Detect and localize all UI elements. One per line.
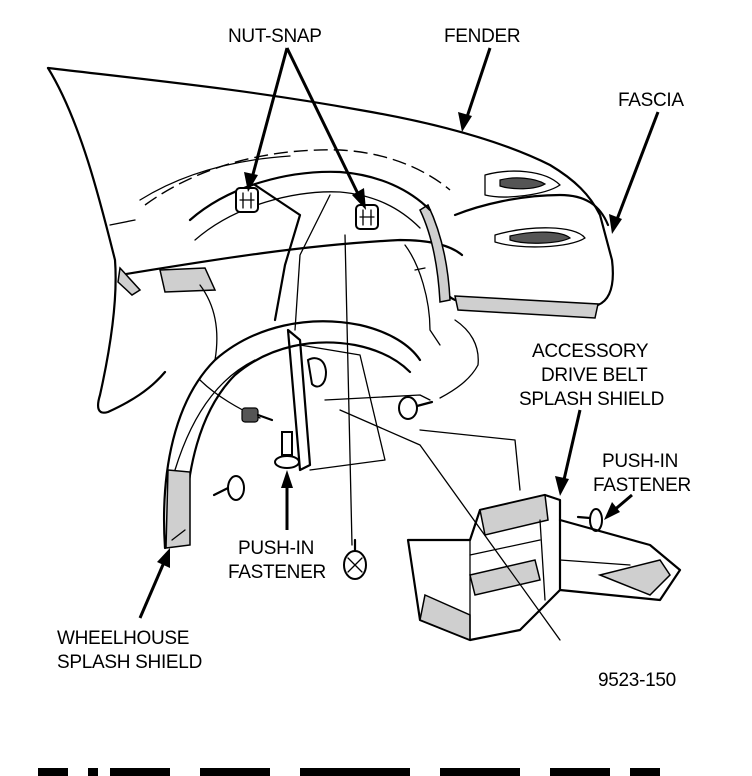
label-accessory-line1: ACCESSORY [532, 341, 649, 362]
fascia-outline [419, 170, 610, 399]
label-pushin-center-line2: FASTENER [228, 562, 326, 583]
arrow-push-in-right [604, 493, 633, 520]
figure-id: 9523-150 [598, 670, 676, 691]
screw-lower-center [343, 538, 367, 580]
accessory-drive-belt-splash-shield [406, 493, 682, 642]
label-accessory-line3: SPLASH SHIELD [519, 389, 664, 410]
reference-lines [339, 234, 561, 641]
screw-lower-left [212, 475, 245, 501]
label-wheelhouse-line2: SPLASH SHIELD [57, 652, 202, 673]
arrow-fender [458, 47, 492, 132]
wheelhouse-splash-shield [162, 320, 431, 550]
label-nut-snap: NUT-SNAP [228, 26, 322, 47]
nut-snap-right [355, 204, 379, 230]
label-fender: FENDER [444, 26, 520, 47]
nut-snap-left [235, 187, 259, 213]
arrow-fascia [609, 111, 660, 234]
arrow-nut-snap-right [285, 47, 366, 210]
arrow-push-in-center [281, 470, 293, 530]
truncated-caption [38, 768, 660, 776]
arrow-wheelhouse [138, 548, 170, 619]
label-pushin-center-line1: PUSH-IN [238, 538, 314, 559]
screw-right [398, 396, 434, 420]
arrow-nut-snap-left [244, 47, 289, 192]
label-pushin-right-line1: PUSH-IN [602, 451, 678, 472]
inner-wheelhouse [188, 170, 441, 346]
push-in-fastener-center [274, 431, 300, 469]
screw-upper-left [241, 407, 274, 423]
arrow-accessory-shield [555, 409, 582, 496]
label-wheelhouse-line1: WHEELHOUSE [57, 628, 189, 649]
label-accessory-line2: DRIVE BELT [541, 365, 648, 386]
label-pushin-right-line2: FASTENER [593, 475, 691, 496]
label-fascia: FASCIA [618, 90, 684, 111]
